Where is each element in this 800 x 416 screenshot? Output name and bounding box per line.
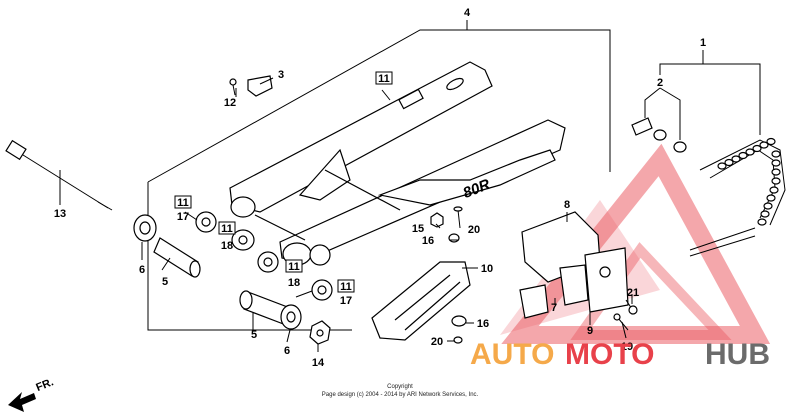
svg-text:HUB: HUB [705, 338, 770, 371]
svg-text:11: 11 [288, 261, 300, 273]
leader-lines [59, 20, 761, 352]
bolt-19 [613, 313, 629, 331]
chain-link [745, 148, 755, 156]
svg-text:11: 11 [177, 197, 189, 209]
chain-link [771, 177, 781, 185]
callout-21: 21 [627, 287, 639, 299]
clip-3 [247, 75, 273, 97]
callout-17-lower: 17 [340, 295, 352, 307]
boxed-label-11-mid: 11 [218, 221, 236, 235]
bushing-6-lower [280, 304, 302, 330]
chain-slider [371, 261, 471, 341]
chain-link [763, 202, 773, 210]
washer-16-upper [448, 233, 460, 243]
copyright-notice: Copyright Page design (c) 2004 - 2014 by… [322, 384, 479, 398]
callout-10: 10 [481, 263, 493, 275]
bearing-18-upper [231, 229, 255, 251]
callout-9: 9 [587, 325, 593, 337]
callout-5-upper: 5 [162, 276, 168, 288]
chain-link [759, 141, 769, 149]
bolt-21 [625, 299, 638, 315]
callout-18-upper: 18 [221, 240, 233, 252]
svg-text:11: 11 [221, 223, 233, 235]
callout-14: 14 [312, 357, 325, 369]
chain-link [738, 151, 748, 160]
callout-5-lower: 5 [251, 329, 257, 341]
callout-1: 1 [700, 37, 706, 49]
bearing-17-upper [195, 211, 217, 233]
callout-16-lower: 16 [477, 318, 489, 330]
chain-adjuster-block [519, 211, 629, 319]
callout-18-lower: 18 [288, 277, 300, 289]
svg-text:11: 11 [378, 73, 390, 85]
callout-2: 2 [657, 77, 663, 89]
chain-link [752, 144, 762, 153]
boxed-label-11-lower: 11 [285, 259, 303, 273]
svg-text:MOTO: MOTO [565, 338, 654, 371]
chain-link [760, 210, 770, 218]
svg-text:Copyright: Copyright [387, 384, 413, 390]
front-direction-indicator: FR. [8, 376, 55, 412]
master-link-2 [631, 117, 687, 153]
chain-link [766, 137, 776, 146]
bolt-20-upper [453, 206, 463, 229]
bearing-17-lower [311, 279, 333, 301]
chain-link [757, 218, 767, 226]
collar-5-upper [153, 237, 201, 278]
callout-4: 4 [464, 7, 471, 19]
callout-8: 8 [564, 199, 570, 211]
boxed-label-11-top: 11 [375, 71, 393, 85]
boxed-label-11-left: 11 [174, 195, 192, 209]
chain-link [769, 186, 779, 194]
callout-19: 19 [621, 341, 633, 353]
bolt-15 [430, 212, 444, 228]
chain-link [766, 194, 776, 202]
chain-link [771, 168, 781, 176]
callout-20-lower: 20 [431, 336, 443, 348]
swingarm: 80R [229, 61, 566, 266]
svg-text:Page design (c) 2004 - 2014 by: Page design (c) 2004 - 2014 by ARI Netwo… [322, 392, 479, 398]
callout-17-upper: 17 [177, 211, 189, 223]
callout-15: 15 [412, 223, 424, 235]
callout-13: 13 [54, 208, 66, 220]
callout-3: 3 [278, 69, 284, 81]
callout-20-upper: 20 [468, 224, 480, 236]
callout-7: 7 [551, 302, 557, 314]
callout-16-upper: 16 [422, 235, 434, 247]
chain-link [731, 155, 741, 163]
bolt-20-lower [453, 336, 463, 344]
nut-14 [309, 320, 331, 345]
svg-text:AUTO: AUTO [470, 338, 554, 371]
drive-chain [689, 137, 786, 257]
bearing-18-lower [257, 251, 279, 273]
bolt-12 [229, 78, 237, 96]
chain-link [771, 159, 781, 167]
callouts: 1 2 3 4 5 5 6 6 7 8 9 10 12 13 14 15 16 … [54, 7, 706, 369]
boxed-label-11-right: 11 [337, 279, 355, 293]
callout-12: 12 [224, 97, 236, 109]
bushing-6-upper [133, 214, 157, 242]
chain-link [724, 158, 734, 167]
callout-6-lower: 6 [284, 345, 290, 357]
svg-text:11: 11 [340, 281, 352, 293]
callout-6-upper: 6 [139, 264, 145, 276]
pivot-bolt [5, 139, 113, 211]
chain-link [771, 150, 781, 158]
direction-label: FR. [34, 376, 55, 394]
washer-16-lower [451, 315, 467, 327]
chain-link [717, 162, 727, 170]
watermark-text: AUTO MOTO HUB [470, 338, 770, 371]
